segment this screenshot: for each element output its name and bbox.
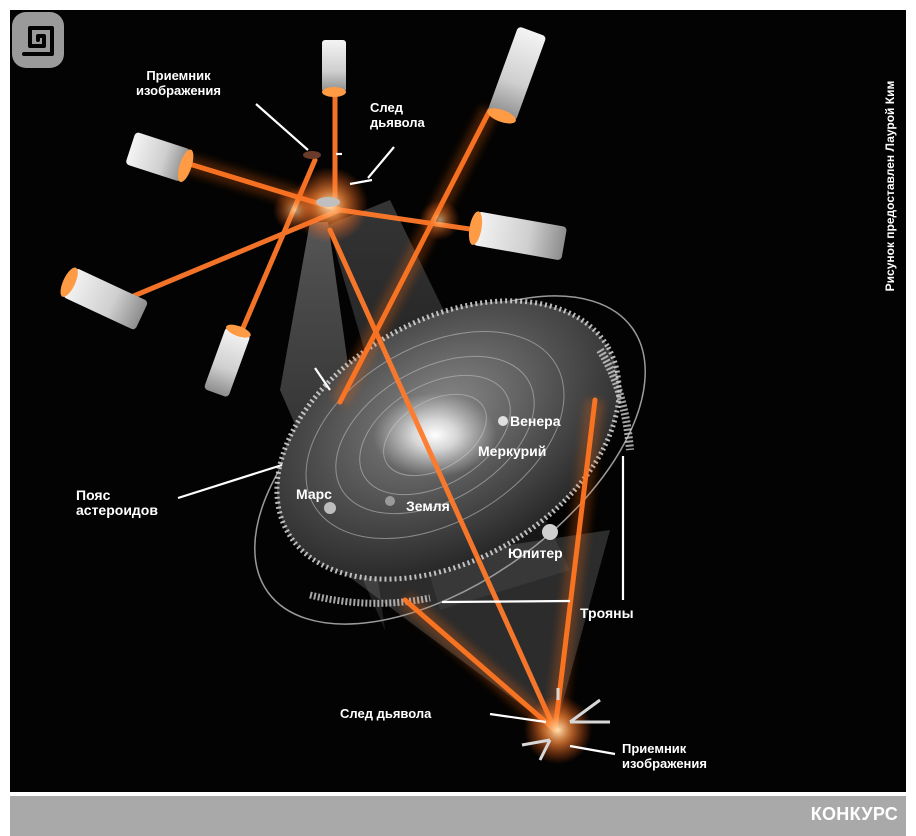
- planet-jupiter: [542, 524, 558, 540]
- solar-system-diagram: [10, 10, 906, 792]
- label-trojans: Трояны: [580, 606, 634, 621]
- label-devil-trail-top-text: След дьявола: [370, 100, 425, 130]
- telescope-5: [204, 322, 253, 398]
- planet-earth: [385, 496, 395, 506]
- label-asteroid-belt-text: Пояс астероидов: [76, 487, 158, 518]
- receiver-top: [303, 151, 321, 159]
- label-receiver-top-text: Приемник изображения: [136, 68, 221, 98]
- label-jupiter: Юпитер: [508, 546, 563, 561]
- label-devil-trail-bottom: След дьявола: [340, 706, 431, 721]
- telescope-1: [322, 40, 346, 97]
- label-venus: Венера: [510, 414, 560, 429]
- label-mars: Марс: [296, 487, 332, 502]
- spiral-logo-icon: [10, 10, 66, 70]
- label-receiver-bottom: Приемник изображения: [622, 741, 707, 771]
- image-credit-text: Рисунок предоставлен Лаурой Ким: [883, 81, 897, 292]
- image-credit: Рисунок предоставлен Лаурой Ким: [878, 46, 902, 326]
- planet-mars: [324, 502, 336, 514]
- telescope-2: [485, 26, 546, 126]
- telescope-4: [57, 265, 148, 330]
- illustration: Приемник изображения След дьявола Венера…: [10, 10, 906, 792]
- label-earth: Земля: [406, 499, 450, 514]
- label-receiver-top: Приемник изображения: [136, 68, 221, 98]
- devil-trail-mirror-top: [316, 197, 340, 207]
- section-title: КОНКУРС: [811, 804, 898, 825]
- label-mercury: Меркурий: [478, 444, 546, 459]
- flare-bottom: [524, 696, 592, 764]
- telescope-6: [467, 210, 567, 260]
- label-asteroid-belt: Пояс астероидов: [76, 488, 158, 518]
- label-devil-trail-top: След дьявола: [370, 100, 425, 130]
- section-footer: КОНКУРС: [10, 796, 906, 836]
- label-receiver-bottom-text: Приемник изображения: [622, 741, 707, 771]
- planet-venus: [498, 416, 508, 426]
- telescope-3: [125, 132, 196, 184]
